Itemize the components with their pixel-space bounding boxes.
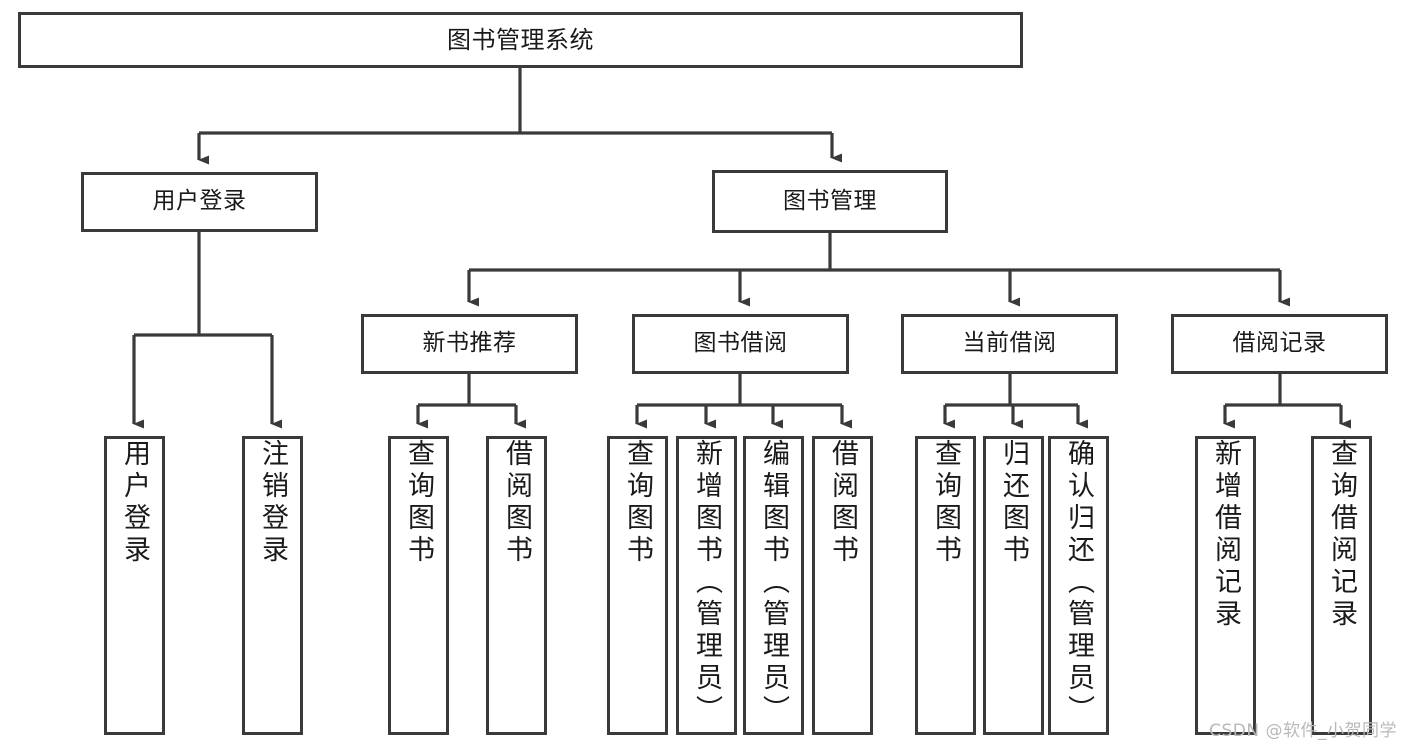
node-label: 新书推荐 bbox=[422, 330, 517, 357]
leaf-query-book-borrow[interactable]: 查询图书 bbox=[607, 436, 668, 735]
node-root-book-management-system[interactable]: 图书管理系统 bbox=[18, 12, 1023, 68]
leaf-return-book[interactable]: 归还图书 bbox=[983, 436, 1044, 735]
leaf-query-book-current[interactable]: 查询图书 bbox=[915, 436, 976, 735]
node-label: 用户登录 bbox=[119, 439, 150, 567]
node-new-book-recommend[interactable]: 新书推荐 bbox=[361, 314, 578, 374]
node-label: 图书借阅 bbox=[693, 330, 788, 357]
node-label: 新增借阅记录 bbox=[1210, 439, 1241, 631]
node-label: 查询图书 bbox=[403, 439, 434, 567]
node-book-borrow[interactable]: 图书借阅 bbox=[632, 314, 849, 374]
leaf-borrow-book-recommend[interactable]: 借阅图书 bbox=[486, 436, 547, 735]
node-label: 归还图书 bbox=[998, 439, 1029, 567]
node-current-borrow[interactable]: 当前借阅 bbox=[901, 314, 1118, 374]
node-borrow-record[interactable]: 借阅记录 bbox=[1171, 314, 1388, 374]
node-book-management[interactable]: 图书管理 bbox=[712, 170, 948, 233]
node-label: 图书管理系统 bbox=[447, 25, 594, 54]
node-label: 当前借阅 bbox=[962, 330, 1057, 357]
node-label: 确认归还（管理员） bbox=[1063, 439, 1094, 727]
node-label: 编辑图书（管理员） bbox=[758, 439, 789, 727]
node-label: 图书管理 bbox=[783, 187, 877, 214]
leaf-query-book-recommend[interactable]: 查询图书 bbox=[388, 436, 449, 735]
node-label: 查询借阅记录 bbox=[1326, 439, 1357, 631]
leaf-query-borrow-record[interactable]: 查询借阅记录 bbox=[1311, 436, 1372, 735]
node-label: 新增图书（管理员） bbox=[691, 439, 722, 727]
leaf-edit-book-admin[interactable]: 编辑图书（管理员） bbox=[743, 436, 804, 735]
node-label: 注销登录 bbox=[257, 439, 288, 567]
leaf-user-login[interactable]: 用户登录 bbox=[104, 436, 165, 735]
node-user-login[interactable]: 用户登录 bbox=[81, 172, 318, 232]
node-label: 查询图书 bbox=[622, 439, 653, 567]
node-label: 借阅记录 bbox=[1232, 330, 1327, 357]
node-label: 用户登录 bbox=[152, 188, 247, 215]
node-label: 借阅图书 bbox=[501, 439, 532, 567]
leaf-add-book-admin[interactable]: 新增图书（管理员） bbox=[676, 436, 737, 735]
leaf-borrow-book[interactable]: 借阅图书 bbox=[812, 436, 873, 735]
node-label: 借阅图书 bbox=[827, 439, 858, 567]
leaf-confirm-return-admin[interactable]: 确认归还（管理员） bbox=[1048, 436, 1109, 735]
node-label: 查询图书 bbox=[930, 439, 961, 567]
leaf-add-borrow-record[interactable]: 新增借阅记录 bbox=[1195, 436, 1256, 735]
leaf-logout[interactable]: 注销登录 bbox=[242, 436, 303, 735]
